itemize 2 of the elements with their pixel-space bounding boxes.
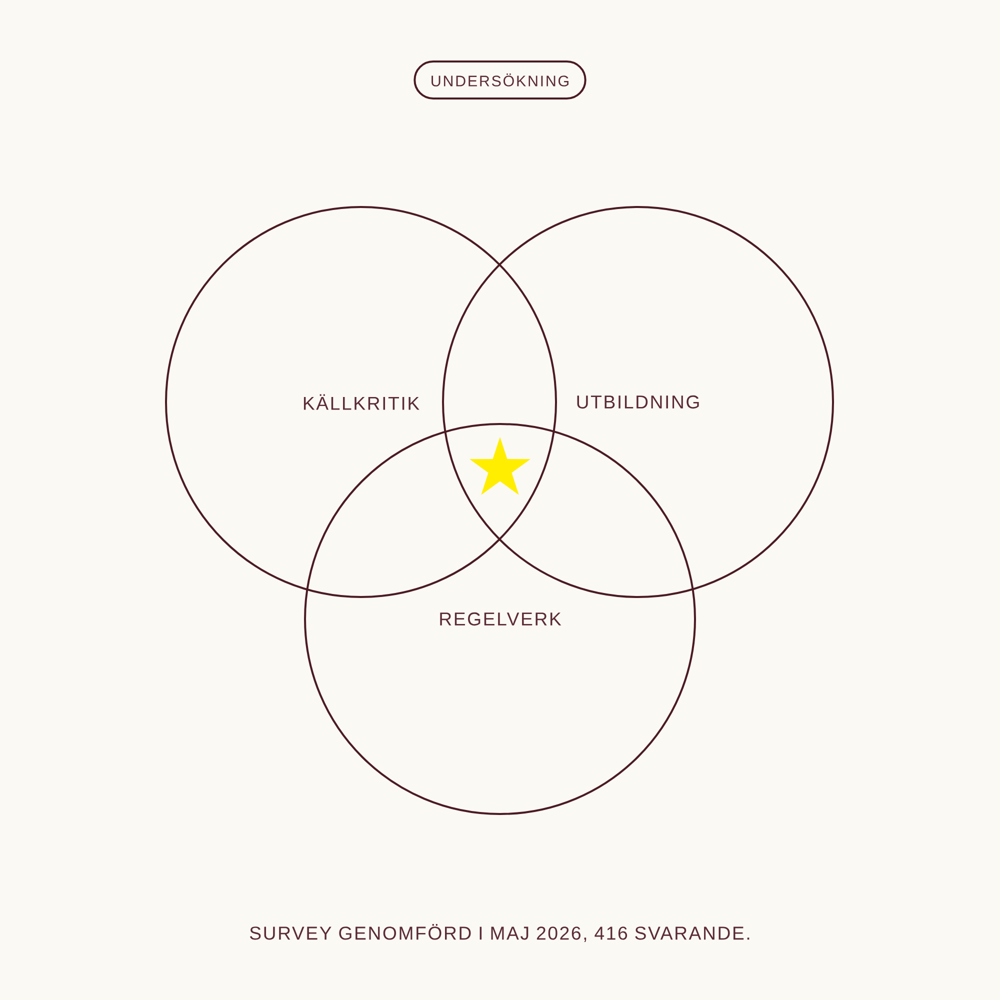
heading-badge: UNDERSÖKNING — [414, 60, 586, 100]
caption: SURVEY GENOMFÖRD I MAJ 2026, 416 SVARANDE. — [250, 924, 750, 942]
